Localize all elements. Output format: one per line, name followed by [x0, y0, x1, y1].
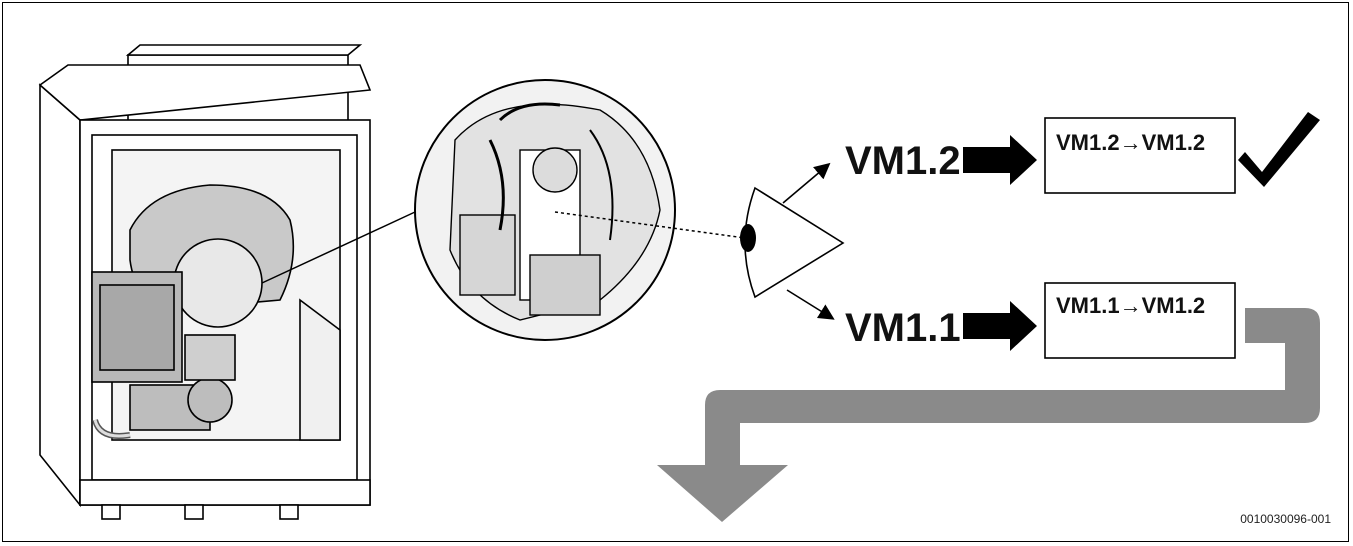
boiler-top-panel	[38, 64, 372, 121]
line-of-sight	[554, 211, 746, 239]
branch-arrow-up	[782, 162, 831, 204]
result-text-lower: VM1.1→VM1.2	[1056, 293, 1205, 318]
version-label-vm11: VM1.1	[845, 306, 961, 350]
result-box-upper	[1044, 117, 1236, 194]
version-label-vm12: VM1.2	[845, 139, 961, 183]
right-arrow-icon-lower	[963, 301, 1037, 351]
result-box-lower	[1044, 282, 1236, 359]
boiler-side-panel	[39, 83, 81, 508]
checkmark-icon	[1238, 112, 1320, 187]
magnified-detail-view	[414, 79, 676, 341]
right-arrow-icon-upper	[963, 135, 1037, 185]
eye-icon	[740, 186, 845, 299]
connector-plug	[459, 214, 516, 296]
figure-reference-code: 0010030096-001	[1240, 512, 1331, 526]
zoom-region-marker	[173, 238, 263, 328]
zoom-leader-line	[261, 211, 416, 284]
result-text-upper: VM1.2→VM1.2	[1056, 130, 1205, 155]
boiler-unit-illustration	[38, 44, 372, 520]
branch-arrow-down	[786, 289, 835, 320]
continue-arrow-icon	[657, 308, 1320, 522]
